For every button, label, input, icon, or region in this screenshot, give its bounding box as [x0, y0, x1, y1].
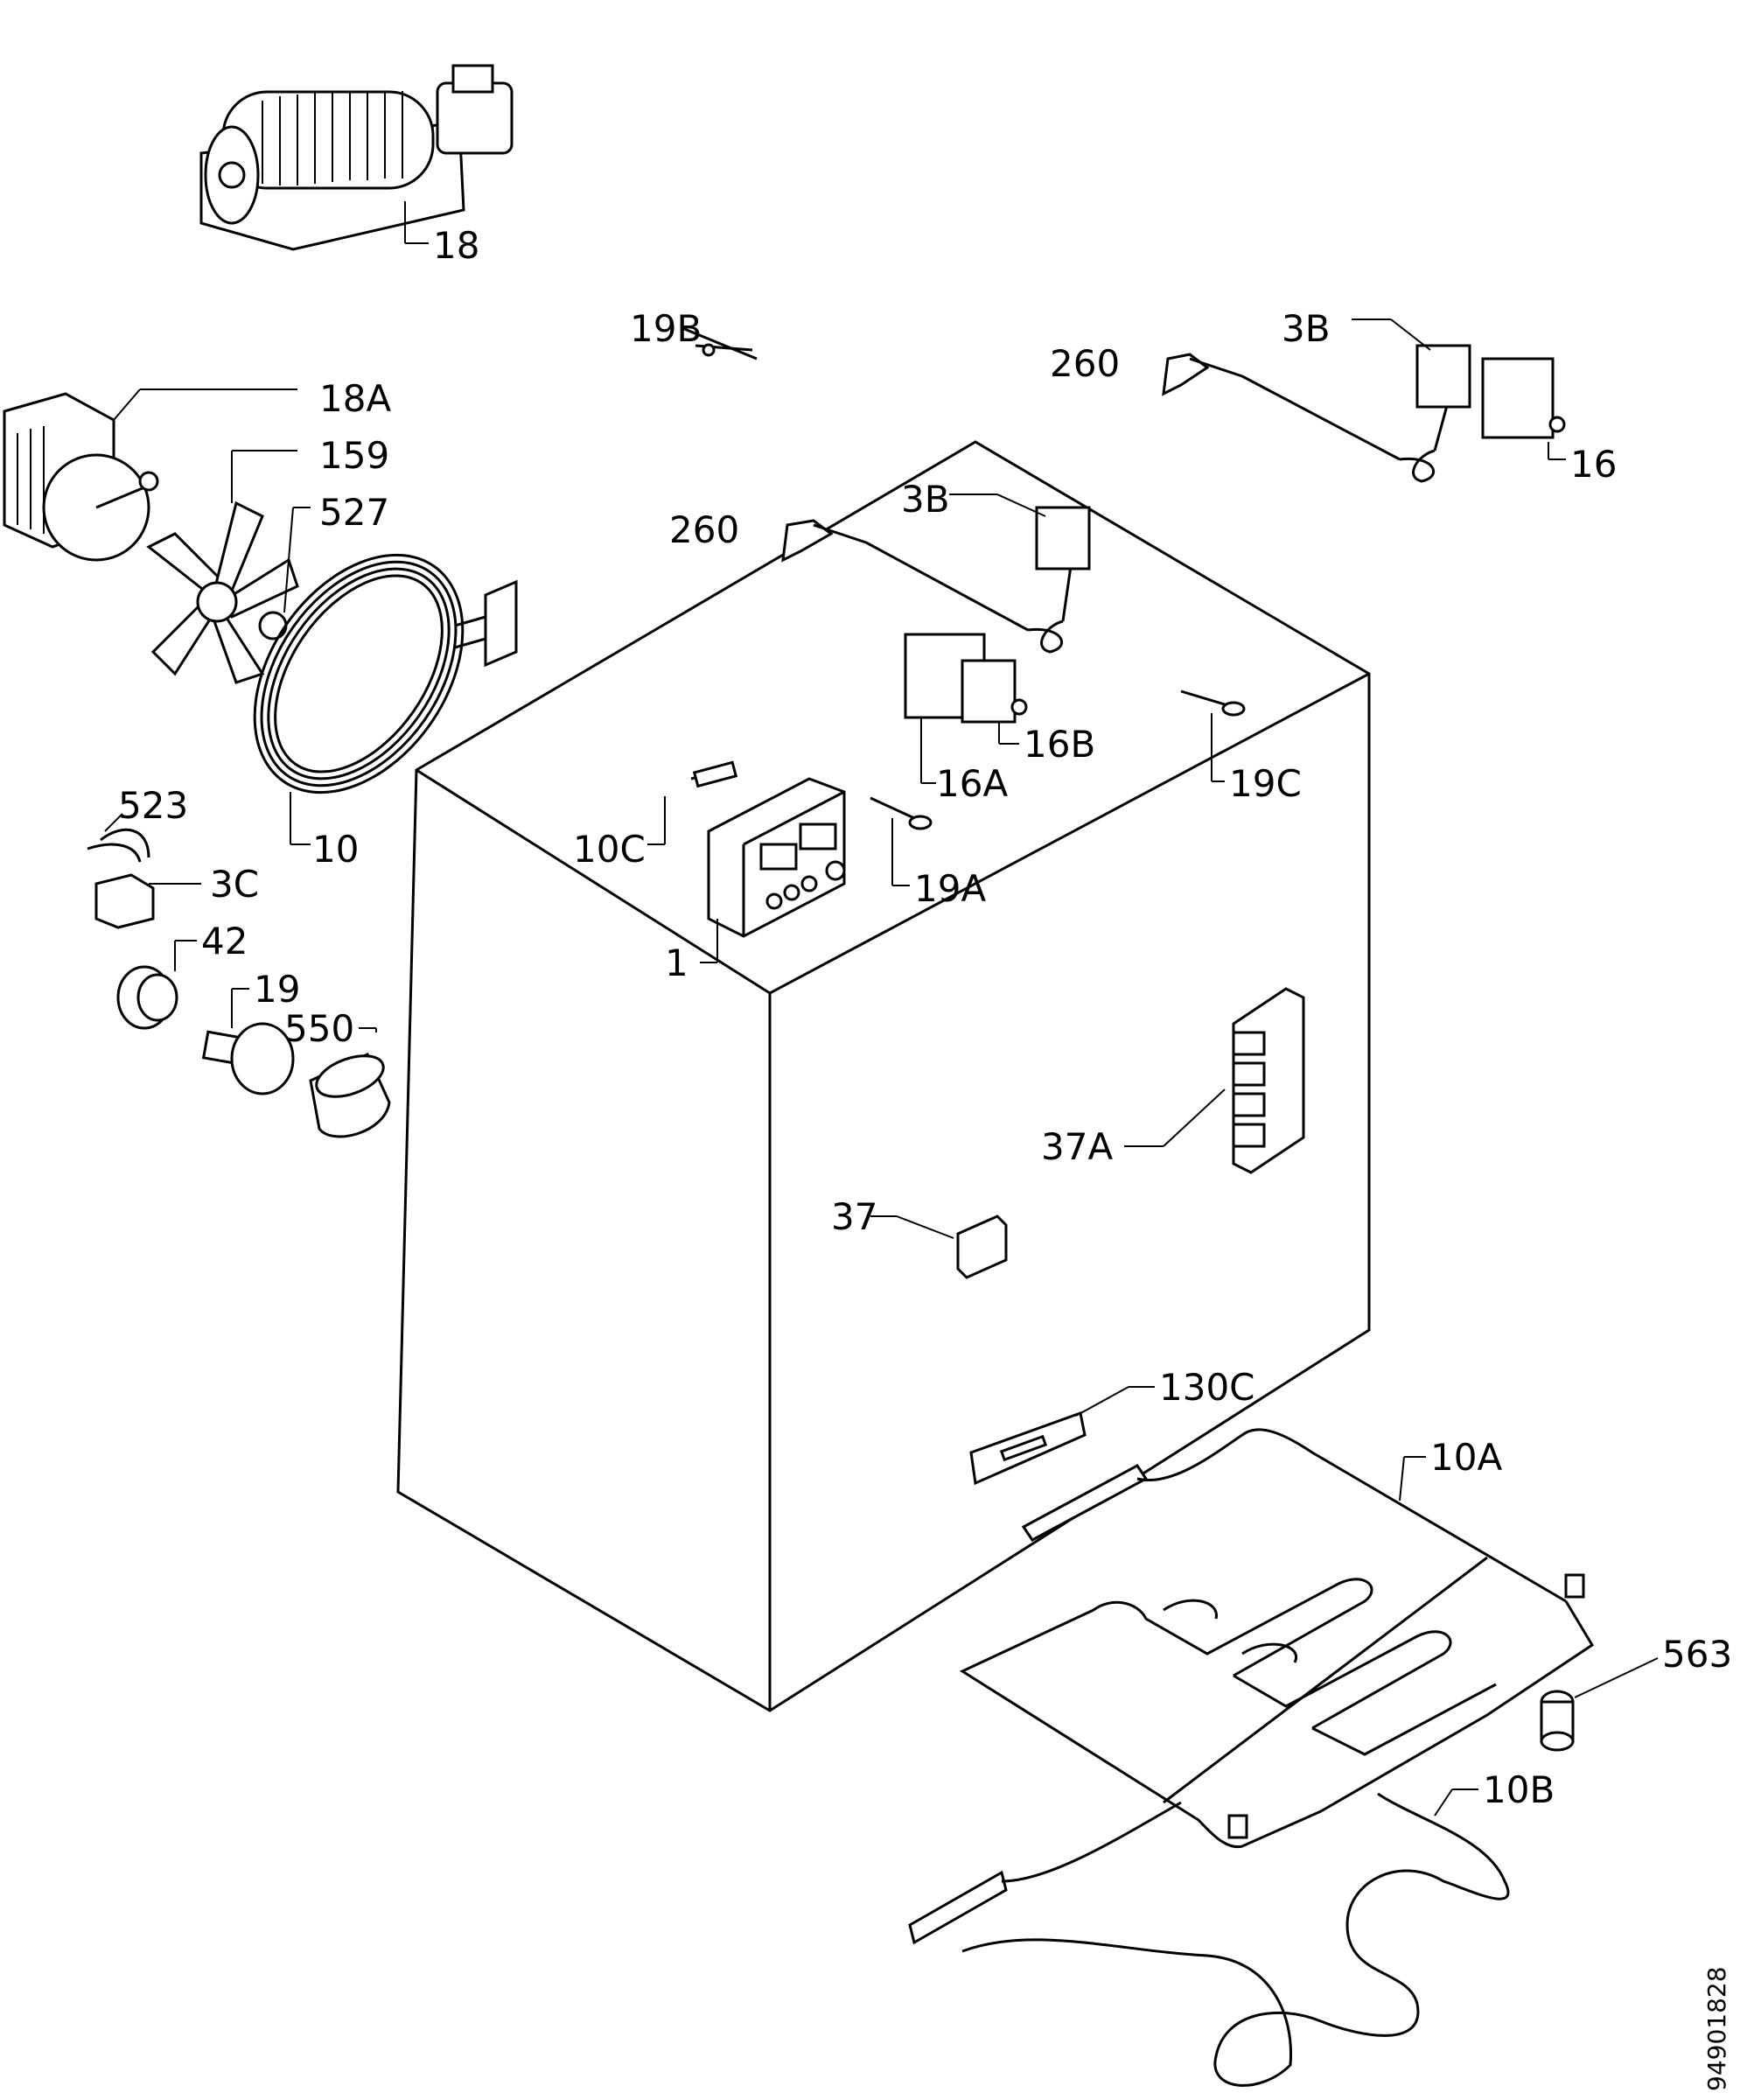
label-10c: 10C — [573, 828, 646, 871]
label-19b: 19B — [630, 307, 702, 350]
label-260: 260 — [669, 508, 739, 551]
foot-563-part — [1540, 1657, 1659, 1752]
switch-37-part — [870, 1214, 1008, 1279]
label-3b: 3B — [901, 478, 950, 521]
terminal-block-part — [1124, 987, 1305, 1174]
label-3c: 3C — [210, 863, 259, 906]
document-code: 94901828 — [1702, 1966, 1731, 2091]
oven-cabinet — [396, 440, 1371, 1712]
grill-element-part — [959, 1428, 1595, 1849]
lower-element-part — [908, 1788, 1510, 2087]
label-19a: 19A — [914, 867, 986, 910]
label-159: 159 — [319, 434, 389, 477]
control-module-part — [647, 760, 933, 963]
circular-element-part — [253, 553, 518, 845]
part-labels: 18 19B 18A 159 527 260 3B 16 260 3B 16A … — [118, 224, 1732, 2091]
label-523: 523 — [118, 784, 188, 827]
label-18: 18 — [433, 224, 479, 267]
label-42: 42 — [201, 920, 248, 962]
label-10a: 10A — [1430, 1436, 1502, 1479]
label-10b: 10B — [1483, 1768, 1555, 1811]
label-10: 10 — [312, 828, 359, 871]
fan-motor-part — [3, 388, 297, 562]
tangential-fan-part — [199, 64, 514, 251]
label-260-top: 260 — [1050, 342, 1120, 385]
label-527: 527 — [319, 491, 389, 534]
label-19c: 19C — [1229, 762, 1302, 805]
label-16: 16 — [1570, 443, 1617, 486]
nut-part — [258, 507, 311, 640]
label-16b: 16B — [1024, 723, 1095, 766]
label-16a: 16A — [936, 762, 1008, 805]
selector-switch-part — [904, 633, 1028, 784]
label-563: 563 — [1662, 1633, 1732, 1676]
label-1: 1 — [665, 942, 688, 984]
label-37: 37 — [831, 1195, 877, 1238]
thermostat-group-top — [1162, 318, 1566, 483]
thermostat-group-mid — [781, 494, 1091, 654]
probe-19c-part — [1180, 690, 1246, 782]
label-37a: 37A — [1041, 1125, 1113, 1168]
label-3b-top: 3B — [1282, 307, 1331, 350]
label-18a: 18A — [319, 377, 391, 420]
connector-19b-part — [681, 326, 758, 360]
fan-blade-part — [146, 450, 299, 684]
label-19: 19 — [254, 968, 300, 1011]
label-130c: 130C — [1159, 1366, 1255, 1409]
label-550: 550 — [284, 1007, 354, 1050]
lamp-parts — [87, 813, 391, 1138]
seal-plate-part — [969, 1386, 1155, 1486]
